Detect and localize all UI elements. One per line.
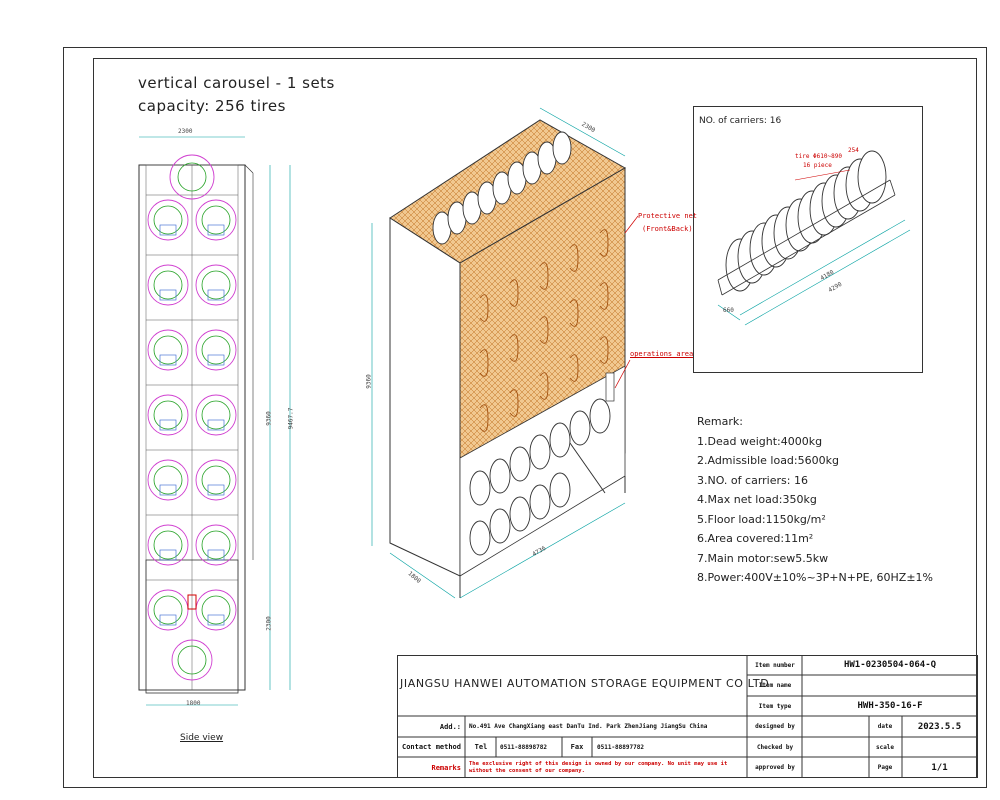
carrier-drawing (717, 150, 911, 326)
item-name-label: Item name (758, 682, 792, 689)
tel-label: Tel (474, 743, 488, 751)
header-line1: vertical carousel - 1 sets (138, 74, 335, 92)
approved-by-label: approved by (755, 764, 795, 771)
side-view-label: Side view (180, 733, 224, 743)
drawing-border-outer (63, 47, 987, 788)
remark-item: 7.Main motor:sew5.5kw (697, 551, 829, 565)
item-number-value: HW1-0230504-064-Q (843, 660, 937, 670)
side-dim-height-inner: 9360 (265, 411, 273, 426)
date-label: date (877, 723, 893, 730)
page-value: 1/1 (931, 762, 948, 773)
date-value: 2023.5.5 (917, 721, 962, 732)
contact-label: Contact method (401, 743, 461, 751)
label-operations-area: operations area (630, 350, 694, 358)
remarks-list: Remark: 1.Dead weight:4000kg 2.Admissibl… (697, 412, 933, 588)
carrier-detail-box (693, 106, 923, 373)
address-value: No.491 Ave ChangXiang east DanTu Ind. Pa… (469, 723, 708, 730)
isometric-view-drawing (371, 107, 639, 599)
carrier-dim-254: 254 (848, 147, 859, 154)
remarks-heading: Remark: (697, 415, 743, 428)
side-dim-lower: 2300 (265, 616, 273, 631)
remark-item: 8.Power:400V±10%~3P+N+PE, 60HZ±1% (697, 571, 934, 584)
header-line2: capacity: 256 tires (138, 97, 286, 115)
side-view-drawing (138, 136, 291, 706)
remark-item: 5.Floor load:1150kg/m² (697, 512, 826, 526)
scale-label: scale (875, 743, 895, 751)
label-protective-net: Protective net (638, 212, 698, 220)
address-label: Add.: (439, 722, 461, 731)
carrier-count-title: NO. of carriers: 16 (699, 116, 782, 126)
fax-label: Fax (570, 743, 584, 751)
item-name-value (803, 675, 977, 696)
checked-by-label: Checked by (756, 743, 794, 751)
remark-item: 6.Area covered:11m² (697, 532, 814, 545)
remarks-label: Remarks (431, 763, 461, 772)
side-dim-height-outer: 9467.7 (287, 407, 295, 430)
item-type-value: HWH-350-16-F (857, 701, 923, 711)
iso-dim-height: 9360 (365, 374, 373, 389)
item-number-label: Item number (755, 661, 795, 669)
label-protective-net-sub: (Front&Back) (642, 225, 693, 233)
page-label: Page (877, 764, 893, 771)
tire-count-label: 16 piece (803, 162, 832, 169)
fax-value: 0511-88897782 (597, 743, 644, 751)
remark-item: 4.Max net load:350kg (697, 493, 817, 506)
company-name: JIANGSU HANWEI AUTOMATION STORAGE EQUIPM… (400, 677, 770, 690)
remark-item: 2.Admissible load:5600kg (697, 454, 839, 467)
remark-item: 1.Dead weight:4000kg (697, 434, 823, 448)
tire-size-label: tire Φ610~890 (795, 153, 842, 160)
designed-by-label: designed by (755, 723, 795, 730)
side-dim-bottom: 1800 (186, 700, 201, 707)
side-dim-top: 2300 (178, 128, 193, 135)
carrier-dim-660: 660 (723, 307, 734, 314)
tel-value: 0511-88898782 (500, 743, 547, 751)
item-type-label: Item type (758, 702, 792, 710)
title-block-grid (397, 655, 978, 778)
remark-item: 3.NO. of carriers: 16 (697, 473, 808, 487)
remarks-value: The exclusive right of this design is ow… (469, 760, 728, 774)
